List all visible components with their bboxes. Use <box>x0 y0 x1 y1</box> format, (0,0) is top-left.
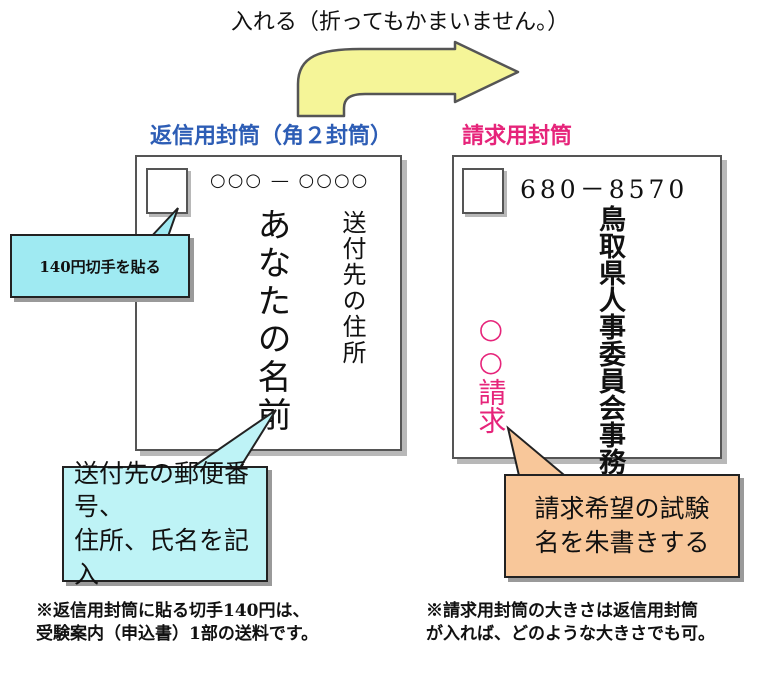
stamp-callout: 140円切手を貼る <box>10 234 190 298</box>
sender-callout: 送付先の郵便番号、 住所、氏名を記入 <box>62 459 268 589</box>
request-envelope-title: 請求用封筒 <box>462 123 573 149</box>
postage-note: ※返信用封筒に貼る切手140円は、 受験案内（申込書）1部の送料です。 <box>36 600 318 646</box>
envelope-size-note: ※請求用封筒の大きさは返信用封筒 が入れば、どのような大きさでも可。 <box>426 600 715 646</box>
red-callout-line1: 請求希望の試験 <box>534 494 710 524</box>
sender-callout-line2: 住所、氏名を記入 <box>74 526 250 589</box>
return-envelope-title: 返信用封筒（角２封筒） <box>150 123 393 149</box>
postage-note-line2: 受験案内（申込書）1部の送料です。 <box>36 623 319 644</box>
sender-callout-line1: 送付先の郵便番号、 <box>74 458 250 522</box>
return-envelope-stamp-box <box>146 168 188 214</box>
sender-address-text: 送付先の住所 <box>338 210 366 366</box>
postage-note-line1: ※返信用封筒に貼る切手140円は、 <box>36 601 310 621</box>
envelope-size-note-line1: ※請求用封筒の大きさは返信用封筒 <box>426 601 698 621</box>
red-callout-line2: 名を朱書きする <box>534 528 710 557</box>
request-postal-code: 680－8570 <box>520 175 689 204</box>
sender-name-text: あなたの名前 <box>251 207 291 435</box>
request-red-label: ○○請求 <box>474 312 508 434</box>
recipient-organization: 鳥取県人事委員会事務局 <box>594 205 625 502</box>
insert-instruction-label: 入れる（折ってもかまいません。） <box>230 10 570 35</box>
curved-arrow-icon <box>296 40 520 118</box>
envelope-size-note-line2: が入れば、どのような大きさでも可。 <box>426 623 715 644</box>
red-ink-callout: 請求希望の試験 名を朱書きする <box>504 474 740 578</box>
return-postal-placeholder: ○○○ — ○○○○ <box>210 170 370 191</box>
request-envelope-stamp-box <box>462 168 504 214</box>
red-callout-pointer <box>506 425 573 481</box>
